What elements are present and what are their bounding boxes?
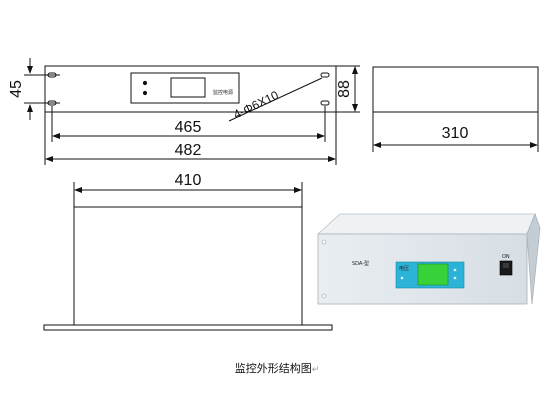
- dim-height-88-label: 88: [336, 80, 353, 98]
- front-panel-label: 监控电源: [213, 89, 233, 96]
- top-view: [43, 182, 333, 331]
- side-view-outline: [372, 66, 539, 113]
- lcd-led-1: [400, 276, 404, 280]
- dim-height-45-label: 45: [8, 80, 25, 98]
- indicator-led-bottom: [142, 90, 148, 96]
- indicator-led-top: [142, 80, 148, 86]
- top-view-front-panel: [43, 324, 333, 331]
- dim-hole-spacing: [51, 106, 326, 142]
- mounting-slot-top-right: [320, 72, 330, 78]
- photo-brand-label: SDA-型: [352, 260, 369, 267]
- dim-body-width-label: 410: [175, 172, 202, 189]
- rack-screw-top-left: [321, 239, 327, 245]
- top-view-body: [73, 206, 303, 326]
- dim-panel-width: [44, 112, 337, 165]
- lcd-led-2: [453, 268, 457, 272]
- dim-panel-width-label: 482: [175, 142, 202, 159]
- dim-depth: [372, 112, 539, 152]
- rack-screw-bottom-left: [321, 293, 327, 299]
- front-view: [44, 65, 337, 113]
- chassis-side: [526, 212, 541, 305]
- dim-hole-spacing-label: 465: [175, 119, 202, 136]
- lcd-screen: [417, 263, 449, 286]
- front-lcd-window: [170, 77, 206, 98]
- power-switch-rocker: [503, 263, 509, 268]
- caption-text: 监控外形结构图: [234, 362, 312, 375]
- lcd-led-3: [453, 276, 457, 280]
- mounting-slot-bottom-right: [320, 100, 330, 106]
- switch-label: ON: [502, 254, 510, 260]
- hole-note-leader: [228, 77, 323, 122]
- figure-caption: 监控外形结构图↵: [0, 360, 554, 376]
- dim-depth-label: 310: [442, 125, 469, 142]
- chassis-top: [316, 213, 536, 235]
- dim-height-88: [336, 65, 360, 113]
- product-photo: SDA-型 电压 ON: [316, 212, 541, 305]
- dim-height-45: [24, 58, 60, 120]
- front-panel-outline: [44, 65, 337, 113]
- return-mark-icon: ↵: [311, 365, 320, 375]
- lcd-label: 电压: [399, 265, 409, 272]
- front-display-panel: [130, 72, 240, 104]
